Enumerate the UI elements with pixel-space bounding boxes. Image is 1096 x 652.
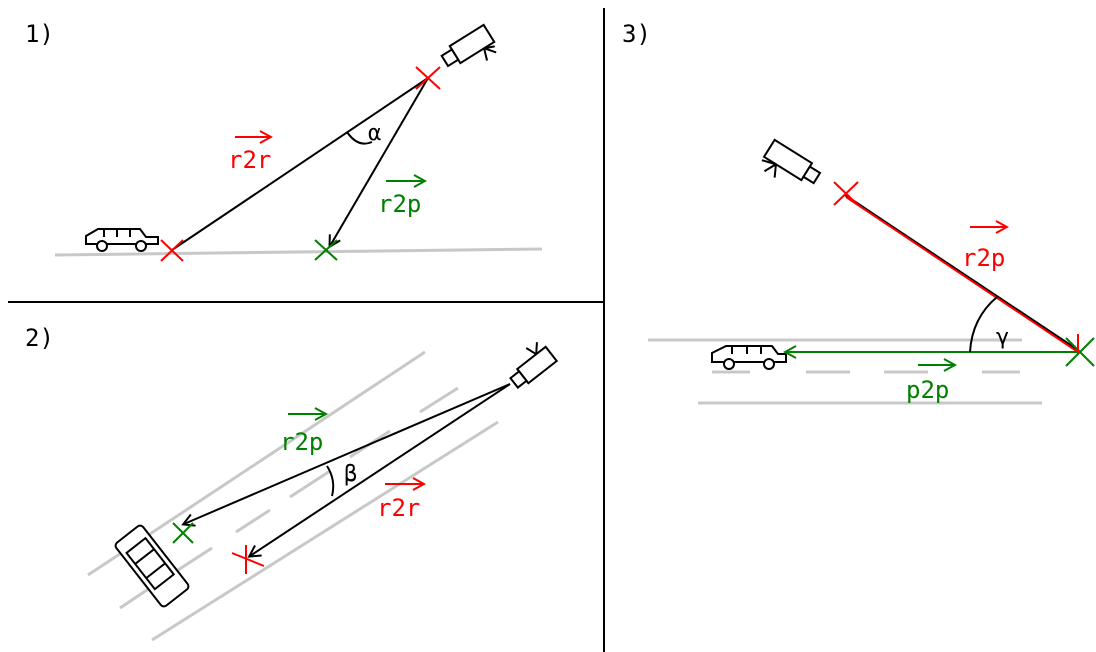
cross-marker-icon — [415, 66, 441, 90]
ray-r2p — [330, 77, 429, 246]
ray-r2p — [184, 383, 511, 524]
road-lane-dash — [235, 508, 271, 534]
angle-label: γ — [996, 325, 1009, 350]
ray-r2p — [844, 194, 1079, 351]
panel-1: 1) α — [25, 20, 543, 262]
road-lane-dash — [177, 546, 213, 572]
ray-r2r — [250, 383, 511, 556]
angle-arc — [326, 465, 335, 497]
camera-icon — [509, 342, 559, 389]
cross-marker-icon — [231, 545, 265, 574]
ray-r2r — [171, 77, 429, 251]
angle-label: β — [344, 462, 357, 487]
camera-icon — [440, 23, 497, 68]
angle-arc — [969, 296, 998, 353]
panel-3: 3) γ — [622, 20, 1095, 405]
vector-label-r2p: r2p — [962, 244, 1005, 272]
cross-marker-icon — [160, 239, 184, 262]
panel-number: 1) — [25, 20, 54, 48]
cross-marker-icon — [833, 181, 859, 206]
vector-label-p2p: p2p — [906, 376, 949, 404]
car-icon — [85, 228, 159, 252]
angle-label: α — [368, 121, 381, 146]
ray-r2p-red — [845, 196, 1079, 353]
angle-arc — [346, 131, 373, 145]
camera-icon — [761, 138, 822, 185]
car-icon — [114, 524, 190, 608]
panel-2: 2) β — [25, 324, 559, 642]
cross-marker-icon — [314, 239, 338, 261]
road-lane-dash — [419, 386, 459, 414]
vector-label-r2p: r2p — [378, 190, 421, 218]
road-line — [54, 247, 543, 257]
car-icon — [711, 345, 787, 370]
panel-number: 3) — [622, 20, 651, 48]
vector-label-r2r: r2r — [377, 494, 420, 522]
cross-marker-icon — [1065, 337, 1095, 367]
road-line — [151, 420, 499, 642]
road-lane-dash — [119, 586, 151, 610]
vector-label-r2p: r2p — [280, 428, 323, 456]
panel-number: 2) — [25, 324, 54, 352]
road-lane-dash — [289, 469, 331, 499]
cross-marker-icon — [172, 522, 194, 544]
vector-label-r2r: r2r — [228, 146, 271, 174]
